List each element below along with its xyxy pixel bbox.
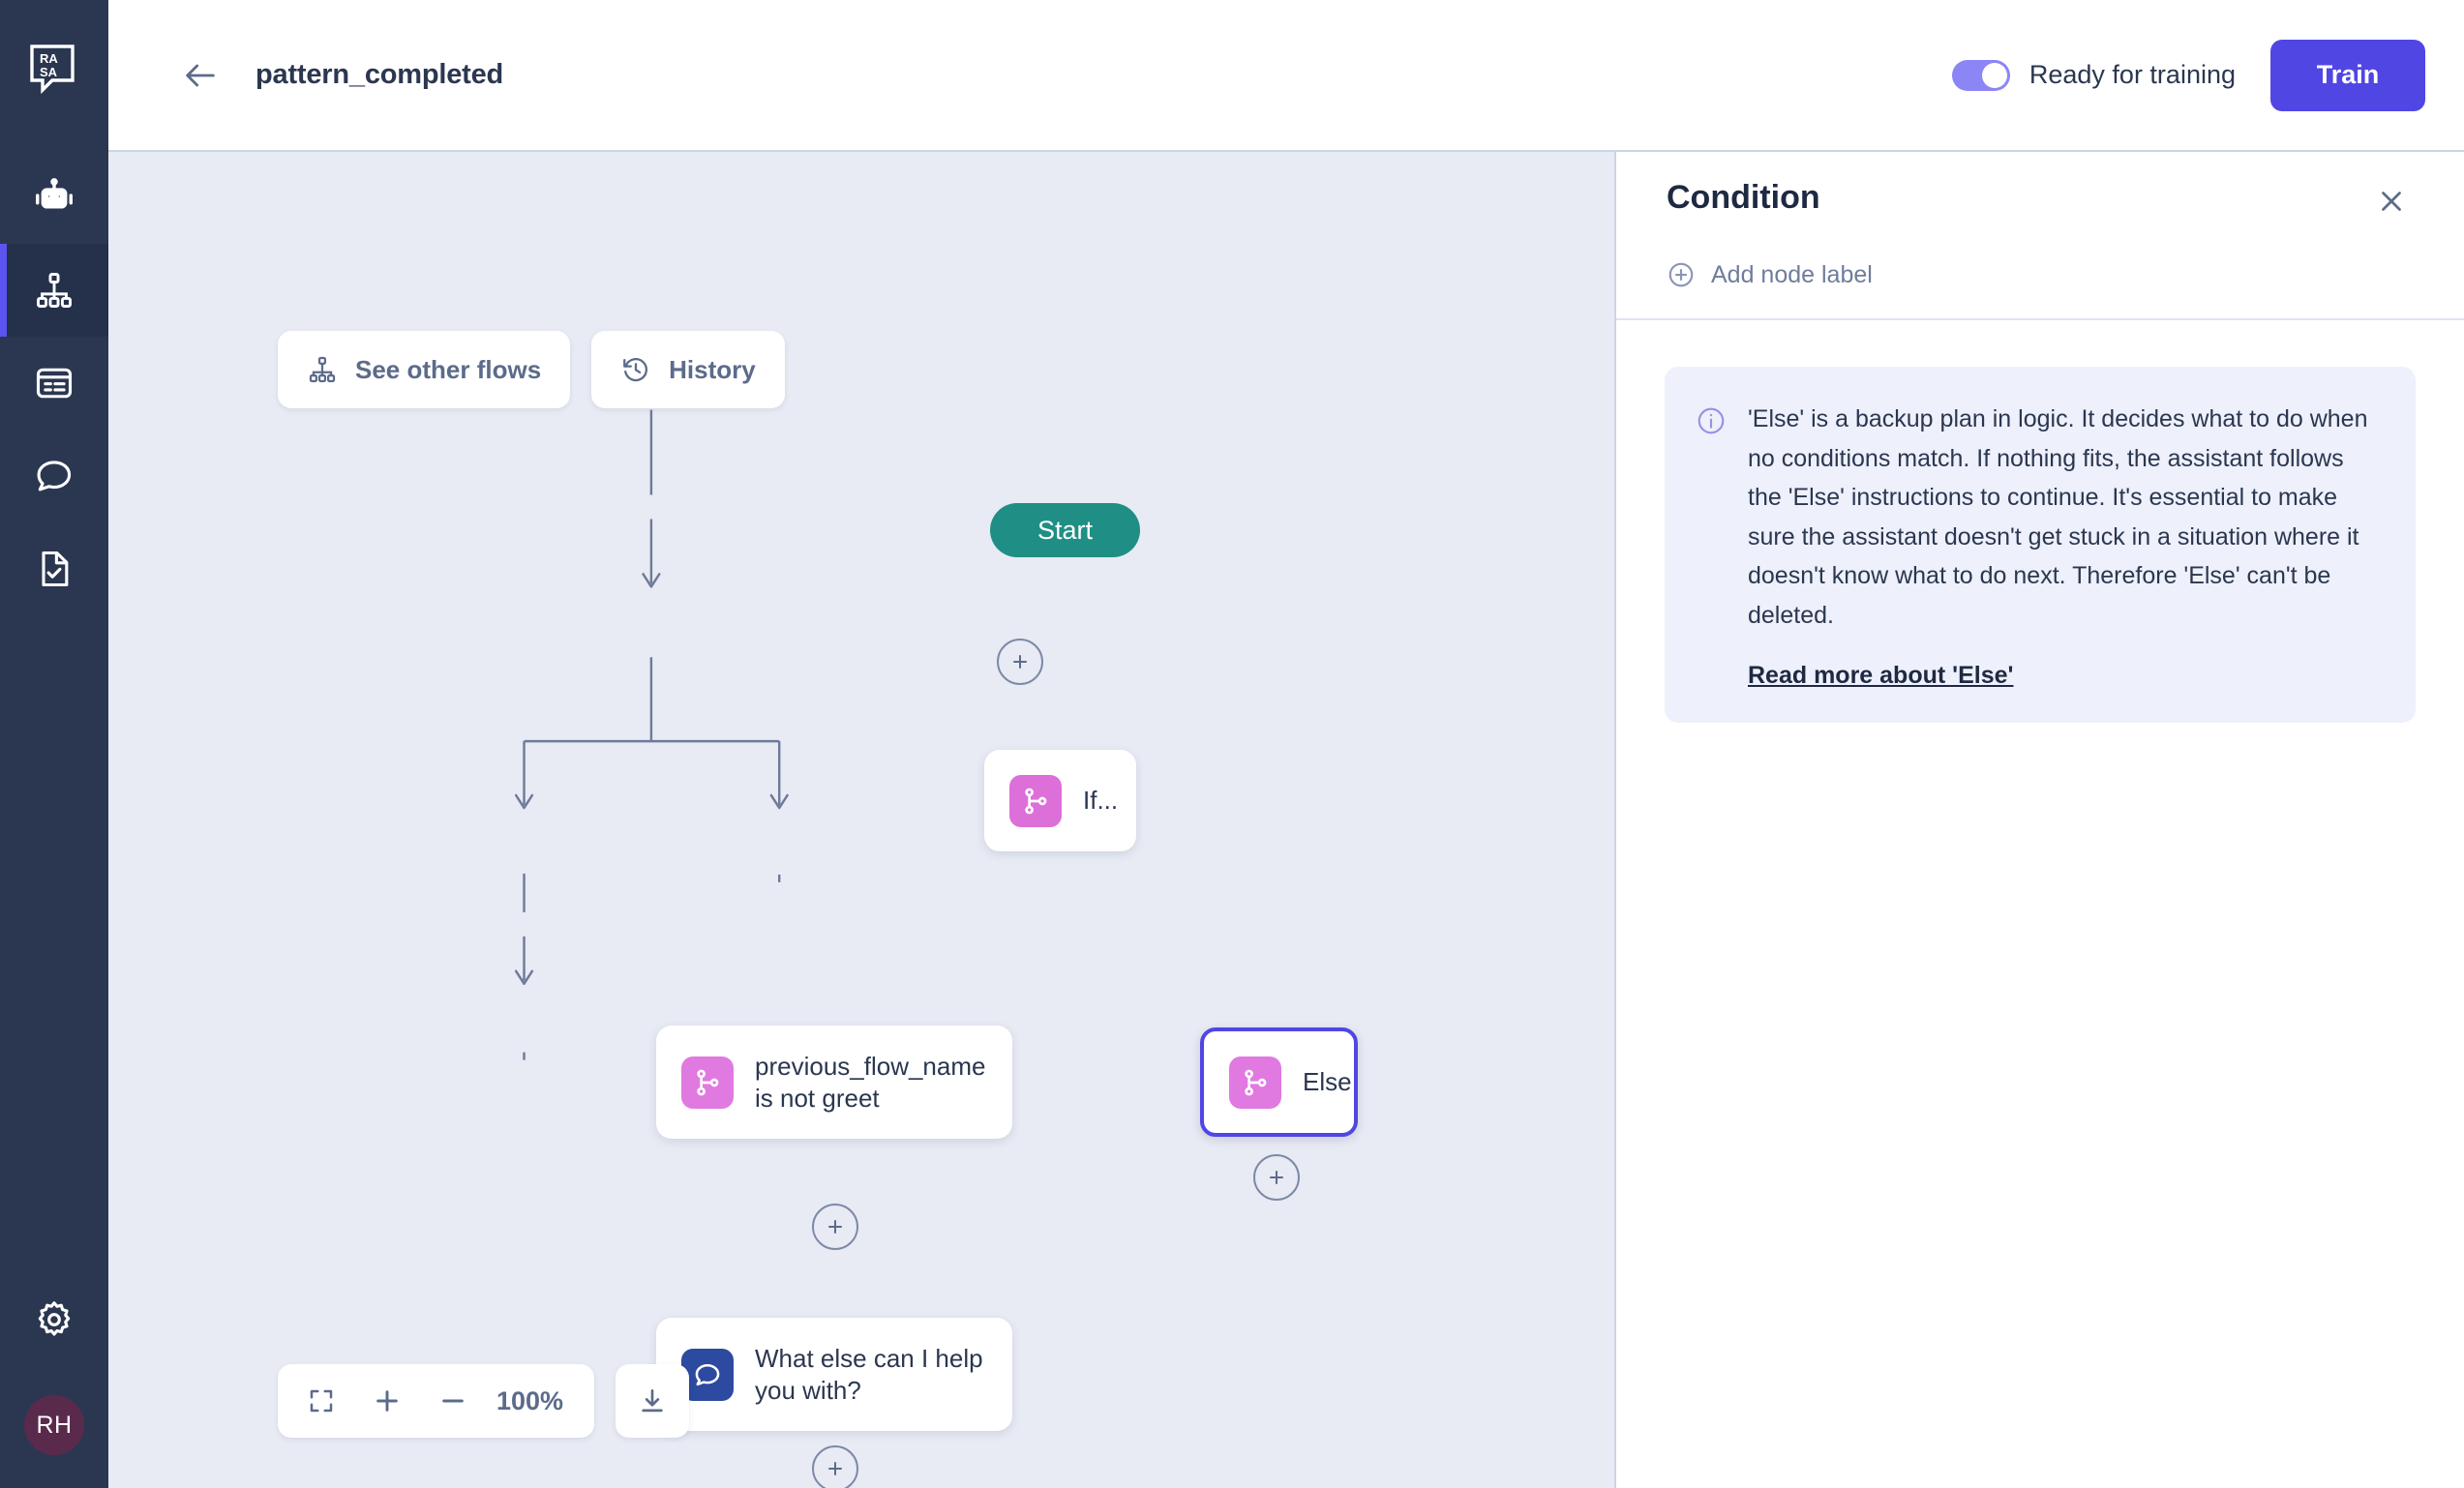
- back-button[interactable]: [166, 42, 234, 109]
- history-label: History: [669, 354, 756, 384]
- branch-icon: [697, 1069, 719, 1095]
- add-step-button-1[interactable]: [997, 639, 1043, 685]
- page-title: pattern_completed: [255, 59, 504, 90]
- flow-graph: Start: [108, 152, 1614, 1488]
- panel-header: Condition Add node label: [1616, 152, 2464, 318]
- svg-text:SA: SA: [40, 65, 58, 79]
- flow-node-if-label: If...: [1083, 786, 1119, 816]
- fit-screen-icon: [310, 1389, 333, 1413]
- panel-divider: [1616, 318, 2464, 320]
- avatar-initials: RH: [36, 1411, 73, 1439]
- add-step-button-2[interactable]: [812, 1204, 858, 1250]
- info-box: 'Else' is a backup plan in logic. It dec…: [1665, 367, 2416, 723]
- canvas-toolbar: See other flows History: [278, 331, 785, 408]
- flow-node-condition[interactable]: previous_flow_name is not greet: [656, 1026, 1012, 1139]
- ready-for-training-toggle[interactable]: [1951, 59, 2010, 91]
- flow-node-message[interactable]: What else can I help you with?: [656, 1318, 1012, 1431]
- flow-canvas[interactable]: See other flows History: [108, 150, 1614, 1488]
- train-button[interactable]: Train: [2270, 39, 2425, 111]
- add-node-label-button[interactable]: Add node label: [1667, 260, 2414, 289]
- rasa-logo[interactable]: RA SA: [0, 27, 108, 110]
- card-list-icon: [36, 368, 73, 399]
- sidebar-footer: RH: [0, 1278, 108, 1488]
- flow-tree-icon: [37, 273, 72, 308]
- branch-icon: [1245, 1069, 1267, 1095]
- flow-node-else-label: Else: [1303, 1067, 1352, 1097]
- topbar: pattern_completed Ready for training Tra…: [108, 0, 2464, 150]
- plus-icon: [376, 1390, 398, 1412]
- branch-icon-badge: [681, 1056, 734, 1109]
- flow-node-condition-label: previous_flow_name is not greet: [755, 1051, 985, 1114]
- start-node[interactable]: Start: [990, 503, 1140, 557]
- message-icon-badge: [681, 1348, 734, 1401]
- download-icon: [642, 1389, 663, 1413]
- main-area: pattern_completed Ready for training Tra…: [108, 0, 2464, 1488]
- message-label-line2: you with?: [755, 1375, 861, 1405]
- panel-body: 'Else' is a backup plan in logic. It dec…: [1616, 320, 2464, 769]
- history-button[interactable]: History: [591, 331, 785, 408]
- document-check-icon: [42, 551, 69, 587]
- message-label-line1: What else can I help: [755, 1344, 983, 1373]
- fit-screen-button[interactable]: [293, 1373, 349, 1429]
- zoom-out-button[interactable]: [425, 1373, 481, 1429]
- sidebar-item-settings[interactable]: [0, 1278, 108, 1361]
- condition-label-line2: is not greet: [755, 1083, 880, 1113]
- flow-node-message-label: What else can I help you with?: [755, 1343, 983, 1406]
- panel-title-row: Condition: [1667, 179, 2414, 223]
- plus-circle-icon: [1668, 262, 1694, 287]
- ready-for-training-label: Ready for training: [2028, 60, 2236, 89]
- gear-icon: [38, 1301, 71, 1336]
- sidebar-item-assistant[interactable]: [0, 151, 108, 244]
- flow-node-else[interactable]: Else: [1200, 1027, 1358, 1137]
- avatar[interactable]: RH: [24, 1395, 84, 1455]
- sidebar-item-conversations[interactable]: [0, 430, 108, 522]
- branch-icon: [1025, 788, 1047, 814]
- branch-icon-badge: [1009, 774, 1062, 827]
- chat-bubble-icon: [37, 461, 72, 491]
- chat-bubble-icon: [695, 1363, 720, 1385]
- info-icon: [1698, 407, 1725, 434]
- close-panel-button[interactable]: [2369, 179, 2414, 223]
- sidebar-item-responses[interactable]: [0, 337, 108, 430]
- arrow-left-icon: [186, 64, 215, 86]
- toggle-knob: [1981, 62, 2007, 88]
- flow-tree-icon: [309, 356, 336, 383]
- info-text: 'Else' is a backup plan in logic. It dec…: [1748, 405, 2368, 629]
- add-step-button-else[interactable]: [1253, 1154, 1300, 1201]
- ready-for-training-toggle-row[interactable]: Ready for training: [1951, 59, 2236, 91]
- zoom-level: 100%: [496, 1385, 564, 1415]
- close-icon: [2382, 192, 2401, 211]
- branch-icon-badge: [1229, 1056, 1281, 1109]
- sidebar-item-tests[interactable]: [0, 522, 108, 615]
- plus-icon: [1270, 1171, 1283, 1184]
- info-content: 'Else' is a backup plan in logic. It dec…: [1748, 400, 2381, 690]
- robot-icon: [36, 178, 73, 209]
- read-more-link[interactable]: Read more about 'Else': [1748, 662, 2014, 689]
- svg-text:RA: RA: [40, 51, 58, 66]
- history-icon: [623, 358, 648, 382]
- zoom-in-button[interactable]: [359, 1373, 415, 1429]
- condition-label-line1: previous_flow_name: [755, 1052, 986, 1081]
- panel-title: Condition: [1667, 179, 1820, 216]
- see-other-flows-button[interactable]: See other flows: [278, 331, 571, 408]
- topbar-actions: Ready for training Train: [1951, 39, 2425, 111]
- plus-icon: [828, 1462, 842, 1475]
- plus-icon: [1013, 655, 1027, 669]
- zoom-group: 100%: [278, 1364, 595, 1438]
- sidebar: RA SA: [0, 0, 108, 1488]
- content-row: See other flows History: [108, 150, 2464, 1488]
- add-node-label-text: Add node label: [1711, 260, 1873, 288]
- sidebar-item-flows[interactable]: [0, 244, 108, 337]
- condition-panel: Condition Add node label: [1614, 150, 2464, 1488]
- plus-icon: [828, 1220, 842, 1234]
- minus-icon: [442, 1399, 464, 1403]
- download-button[interactable]: [616, 1364, 690, 1438]
- rasa-logo-icon: RA SA: [30, 45, 75, 94]
- start-node-label: Start: [1037, 515, 1094, 545]
- add-step-button-3[interactable]: [812, 1445, 858, 1488]
- zoom-controls: 100%: [278, 1364, 690, 1438]
- flow-node-if[interactable]: If...: [984, 750, 1136, 851]
- see-other-flows-label: See other flows: [355, 354, 542, 384]
